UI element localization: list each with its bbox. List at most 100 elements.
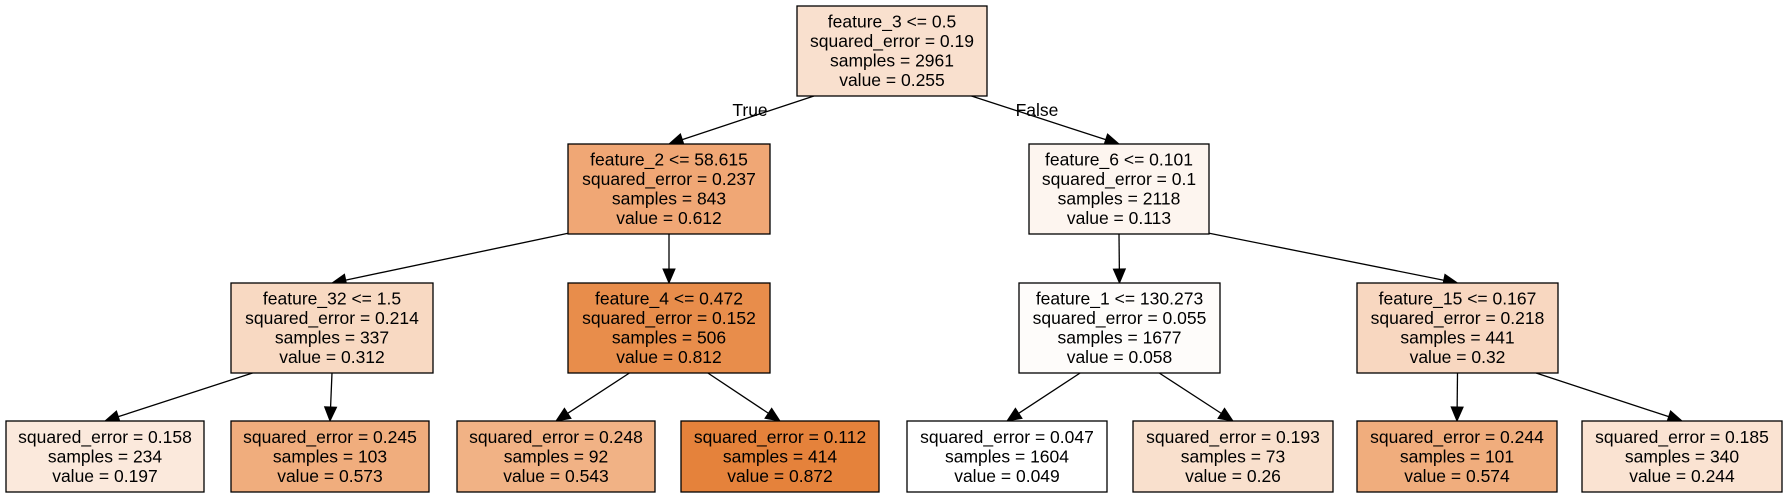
node-text-line: value = 0.255 — [839, 70, 945, 90]
node-text-line: squared_error = 0.218 — [1371, 308, 1545, 329]
tree-edge-n0-n1: True — [667, 95, 815, 146]
node-text-line: feature_3 <= 0.5 — [828, 12, 956, 33]
node-text-line: samples = 1677 — [1057, 328, 1181, 348]
node-text-line: value = 0.049 — [954, 466, 1060, 486]
node-box — [1581, 420, 1783, 493]
node-text-line: samples = 1604 — [945, 446, 1069, 466]
edge-line — [707, 372, 769, 414]
node-text-line: feature_4 <= 0.472 — [595, 289, 743, 310]
tree-edge-n2-n3 — [103, 372, 253, 423]
node-text-line: samples = 414 — [723, 446, 838, 466]
tree-edge-n5-n6 — [554, 372, 630, 422]
node-text-line: squared_error = 0.244 — [1370, 427, 1544, 448]
node-text-line: value = 0.812 — [616, 347, 722, 367]
edge-line — [1202, 231, 1444, 281]
node-text-line: samples = 2961 — [830, 51, 954, 71]
edge-line — [567, 372, 630, 414]
tree-edge-n0-n8: False — [971, 95, 1121, 146]
node-text-line: samples = 103 — [273, 446, 387, 466]
node-text-line: squared_error = 0.237 — [582, 169, 756, 190]
edge-line — [682, 95, 815, 141]
node-box — [1356, 420, 1558, 493]
tree-edge-n5-n7 — [707, 372, 782, 422]
edge-line — [329, 372, 333, 408]
node-text-line: value = 0.574 — [1404, 466, 1510, 486]
arrowhead-icon — [323, 406, 338, 423]
node-box — [230, 282, 434, 374]
node-text-line: feature_2 <= 58.615 — [590, 150, 748, 171]
node-text-line: feature_1 <= 130.273 — [1036, 289, 1203, 310]
node-text-line: squared_error = 0.214 — [245, 308, 419, 329]
node-box — [230, 420, 430, 493]
tree-edge-n9-n11 — [1158, 372, 1235, 422]
node-box — [796, 5, 988, 97]
node-text-line: feature_6 <= 0.101 — [1045, 150, 1193, 171]
node-text-line: feature_32 <= 1.5 — [263, 289, 401, 310]
node-text-line: value = 0.32 — [1410, 347, 1506, 367]
arrowhead-icon — [554, 407, 572, 422]
node-box — [906, 420, 1108, 493]
edge-label-false: False — [1016, 100, 1059, 120]
node-text-line: samples = 441 — [1400, 328, 1514, 348]
node-box — [1132, 420, 1334, 493]
node-text-line: samples = 101 — [1400, 446, 1514, 466]
node-text-line: squared_error = 0.047 — [920, 427, 1094, 448]
node-text-line: value = 0.26 — [1185, 466, 1281, 486]
arrowhead-icon — [1450, 406, 1464, 423]
edge-line — [971, 95, 1106, 141]
arrowhead-icon — [1005, 407, 1023, 422]
node-text-line: samples = 2118 — [1058, 189, 1181, 209]
node-text-line: squared_error = 0.248 — [469, 427, 643, 448]
node-box — [1028, 143, 1210, 235]
arrowhead-icon — [662, 268, 676, 285]
node-text-line: value = 0.312 — [279, 347, 385, 367]
node-text-line: value = 0.872 — [727, 466, 833, 486]
node-text-line: squared_error = 0.19 — [810, 31, 974, 52]
node-box — [5, 420, 205, 493]
tree-edge-n8-n12 — [1202, 231, 1459, 287]
node-text-line: samples = 73 — [1181, 446, 1286, 466]
tree-edge-n2-n4 — [323, 372, 338, 423]
node-text-line: value = 0.113 — [1067, 208, 1171, 228]
edge-line — [1018, 372, 1081, 414]
tree-edge-n1-n5 — [662, 234, 676, 285]
node-box — [1018, 282, 1221, 374]
node-text-line: value = 0.197 — [52, 466, 158, 486]
node-text-line: squared_error = 0.152 — [582, 308, 756, 329]
node-text-line: value = 0.244 — [1629, 466, 1735, 486]
tree-edge-n9-n10 — [1005, 372, 1081, 422]
node-text-line: samples = 92 — [504, 446, 609, 466]
node-text-line: samples = 843 — [612, 189, 726, 209]
node-text-line: value = 0.612 — [616, 208, 722, 228]
edge-line — [1535, 372, 1669, 418]
node-box — [456, 420, 656, 493]
node-box — [567, 282, 771, 374]
node-text-line: squared_error = 0.158 — [18, 427, 192, 448]
tree-edge-n12-n13 — [1450, 372, 1464, 423]
node-text-line: squared_error = 0.193 — [1146, 427, 1320, 448]
edge-line — [345, 231, 575, 281]
node-text-line: samples = 234 — [48, 446, 163, 466]
node-text-line: value = 0.573 — [277, 466, 383, 486]
node-text-line: samples = 340 — [1625, 446, 1740, 466]
edge-line — [118, 372, 253, 418]
edge-label-true: True — [732, 100, 767, 120]
node-text-line: squared_error = 0.1 — [1042, 169, 1196, 190]
node-text-line: samples = 506 — [612, 328, 726, 348]
node-text-line: squared_error = 0.055 — [1033, 308, 1207, 329]
edges-layer: True False — [103, 95, 1684, 423]
